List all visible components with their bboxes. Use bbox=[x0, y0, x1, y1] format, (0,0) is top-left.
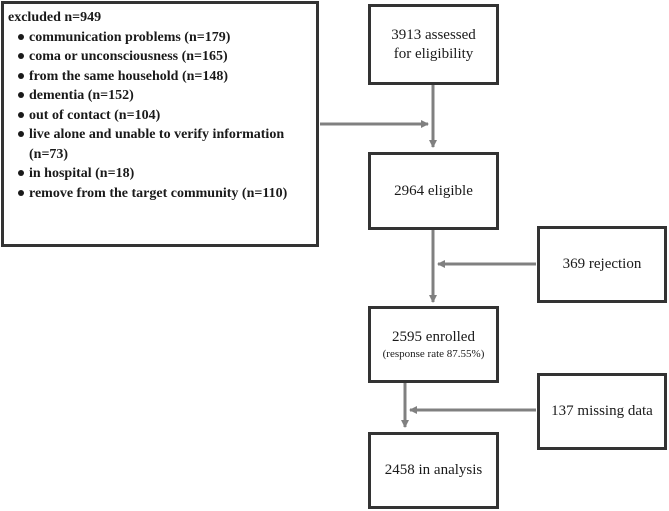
rejection-label: 369 rejection bbox=[562, 256, 642, 272]
excluded-item: in hospital (n=18) bbox=[8, 164, 310, 184]
analysis-label: 2458 in analysis bbox=[384, 462, 483, 478]
excluded-item: from the same household (n=148) bbox=[8, 67, 310, 87]
excluded-item: out of contact (n=104) bbox=[8, 106, 310, 126]
eligible-box: 2964 eligible bbox=[368, 152, 499, 230]
missing-box: 137 missing data bbox=[537, 373, 667, 450]
excluded-item: remove from the target community (n=110) bbox=[8, 184, 310, 204]
assessed-line1: 3913 assessed bbox=[391, 26, 476, 43]
analysis-box: 2458 in analysis bbox=[368, 432, 499, 509]
enrolled-label: 2595 enrolled bbox=[392, 329, 475, 345]
excluded-item: communication problems (n=179) bbox=[8, 28, 310, 48]
missing-label: 137 missing data bbox=[551, 403, 653, 419]
excluded-list: communication problems (n=179) coma or u… bbox=[8, 28, 310, 204]
eligible-label: 2964 eligible bbox=[394, 182, 473, 199]
assessed-box: 3913 assessed for eligibility bbox=[368, 4, 499, 85]
excluded-box: excluded n=949 communication problems (n… bbox=[1, 1, 319, 247]
enrolled-response-rate: (response rate 87.55%) bbox=[382, 348, 485, 360]
enrolled-box: 2595 enrolled (response rate 87.55%) bbox=[368, 306, 499, 383]
excluded-title: excluded n=949 bbox=[8, 10, 102, 25]
excluded-item: live alone and unable to verify informat… bbox=[8, 125, 310, 164]
excluded-item: coma or unconsciousness (n=165) bbox=[8, 47, 310, 67]
assessed-line2: for eligibility bbox=[393, 45, 474, 62]
rejection-box: 369 rejection bbox=[537, 226, 667, 303]
excluded-item: dementia (n=152) bbox=[8, 86, 310, 106]
